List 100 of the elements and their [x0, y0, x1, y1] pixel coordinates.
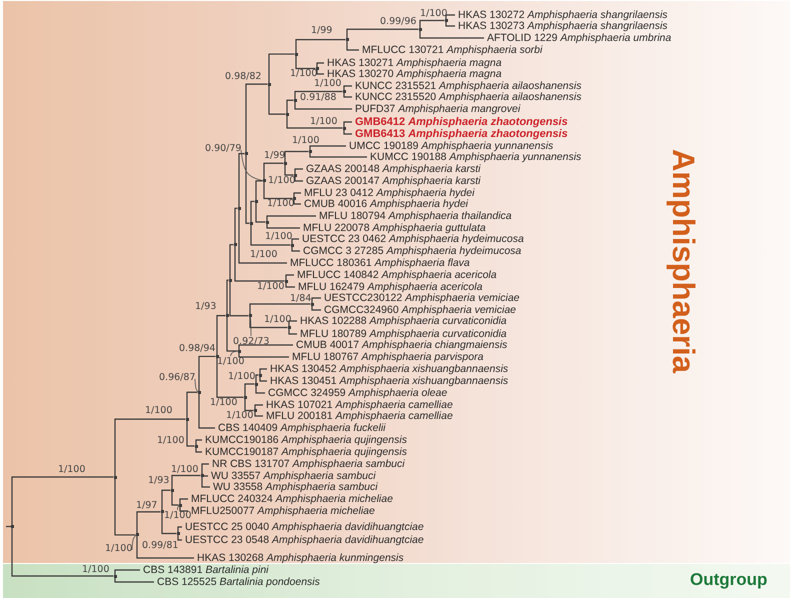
tree-branch [249, 303, 310, 316]
branch-point [294, 174, 296, 176]
tree-branch [294, 168, 303, 175]
tree-branch [293, 198, 301, 205]
tree-branch [114, 576, 154, 583]
tree-branch [216, 315, 226, 356]
taxon-label: UESTCC 25 0040 Amphisphaeria davidihuangtciae [182, 520, 424, 534]
taxon-label: HKAS 130273 Amphisphaeria shangrilaensis [455, 19, 668, 33]
support-value: 1/100 [164, 510, 192, 522]
tree-branch [186, 419, 194, 447]
tree-branch [171, 474, 200, 490]
tree-branch [286, 100, 294, 114]
support-value: 1/100 [420, 8, 448, 20]
taxon-label: MFLU 220078 Amphisphaeria guttulata [300, 221, 486, 235]
branch-point [250, 222, 252, 225]
branch-point [248, 314, 252, 318]
tree-branch [346, 28, 418, 40]
tree-branch [343, 85, 352, 92]
taxon-label: GMB6412 Amphisphaeria zhaotongensis [352, 115, 568, 129]
tree-branch [114, 569, 140, 576]
tree-branch [226, 280, 228, 316]
leader-line [250, 315, 252, 336]
tree-branch [263, 180, 292, 200]
taxon-label: PUFD37 Amphisphaeria mangrovei [352, 102, 520, 116]
taxon-label: HKAS 130271 Amphisphaeria magna [324, 56, 502, 70]
tree-branch [266, 215, 316, 222]
support-value: 1/84 [290, 293, 312, 305]
taxon-label: MFLU 180767 Amphisphaeria parvispora [289, 350, 484, 364]
taxon-label: KUMCC 190188 Amphisphaeria yunnanensis [367, 150, 582, 164]
taxon-label: UMCC 190189 Amphisphaeria yunnanensis [346, 139, 554, 153]
taxon-label: MFLUCC 180361 Amphisphaeria flava [287, 256, 470, 270]
tree-branch [201, 475, 208, 477]
tree-branch [171, 490, 178, 506]
branch-point [200, 474, 204, 477]
taxon-label: CGMCC 324959 Amphisphaeria oleae [265, 386, 448, 400]
branch-point [286, 112, 288, 116]
support-value: 0.98/94 [179, 343, 216, 355]
support-value: 0.92/73 [233, 336, 270, 348]
taxon-label: MFLU 162479 Amphisphaeria acericola [295, 280, 482, 294]
support-value: 1/93 [195, 301, 216, 313]
taxon-label: CBS 143891 Bartalinia pini [140, 563, 269, 577]
taxon-label: GZAAS 200148 Amphisphaeria karsti [303, 162, 481, 176]
taxon-label: HKAS 130272 Amphisphaeria shangrilaensis [455, 8, 668, 22]
branch-point [244, 152, 248, 156]
clade-name: Amphisphaeria [665, 149, 701, 373]
tree-branch [316, 62, 324, 68]
tree-branch [201, 463, 209, 476]
support-value: 1/100 [217, 356, 244, 368]
clade-band [3, 564, 790, 598]
branch-point [290, 244, 294, 246]
tree-branch [198, 392, 215, 429]
taxon-label: GZAAS 200147 Amphisphaeria karsti [303, 174, 481, 188]
branch-point [238, 350, 240, 352]
tree-branch [343, 121, 352, 128]
branch-point [292, 197, 296, 200]
tree-branch [136, 511, 160, 535]
leader-line [132, 534, 138, 550]
taxon-label: CMUB 40017 Amphisphaeria chiangmaiensis [293, 338, 508, 352]
support-value: 1/100 [314, 78, 342, 90]
branch-point [216, 354, 218, 358]
tree-branch [255, 201, 266, 223]
tree-branch [245, 154, 250, 224]
support-value: 1/97 [136, 500, 158, 512]
branch-point [254, 382, 258, 386]
branch-point [254, 409, 256, 412]
support-value: 1/100 [292, 135, 320, 147]
tree-branch [285, 281, 295, 288]
tree-branch [268, 84, 286, 115]
tree-branch [244, 383, 254, 398]
branch-point [114, 476, 116, 479]
leader-line [230, 350, 240, 356]
taxon-label: HKAS 130451 Amphisphaeria xishuangbannaensis [267, 374, 508, 388]
branch-point [244, 396, 246, 399]
tree-branch [245, 84, 268, 154]
tree-branch [259, 375, 267, 382]
tree-branch [229, 244, 234, 280]
tree-branch [255, 180, 262, 202]
support-value: 0.90/79 [205, 143, 242, 155]
support-value: 0.91/88 [300, 92, 336, 104]
taxon-label: HKAS 130452 Amphisphaeria xishuangbannaensis [267, 362, 508, 376]
tree-branch [201, 476, 210, 488]
tree-branch [161, 512, 176, 534]
tree-branch [284, 150, 308, 164]
support-value: 1/99 [264, 150, 286, 162]
branch-point [268, 82, 270, 86]
support-value: 1/100 [157, 435, 184, 447]
branch-point [234, 243, 236, 246]
tree-branch [309, 145, 346, 152]
tree-branch [238, 208, 287, 264]
taxon-label: MFLU 180794 Amphisphaeria thailandica [316, 209, 512, 223]
support-value: 1/99 [311, 25, 332, 37]
tree-branch [136, 534, 194, 559]
support-value: 1/100 [310, 116, 338, 128]
clade-name: Outgroup [690, 570, 768, 590]
leader-line [240, 150, 264, 182]
branch-point [284, 162, 286, 165]
branch-point [284, 280, 288, 282]
taxon-label: KUMCC190186 Amphisphaeria qujingensis [202, 433, 407, 447]
support-value: 0.96/87 [159, 372, 196, 384]
support-value: 1/100 [290, 68, 318, 79]
